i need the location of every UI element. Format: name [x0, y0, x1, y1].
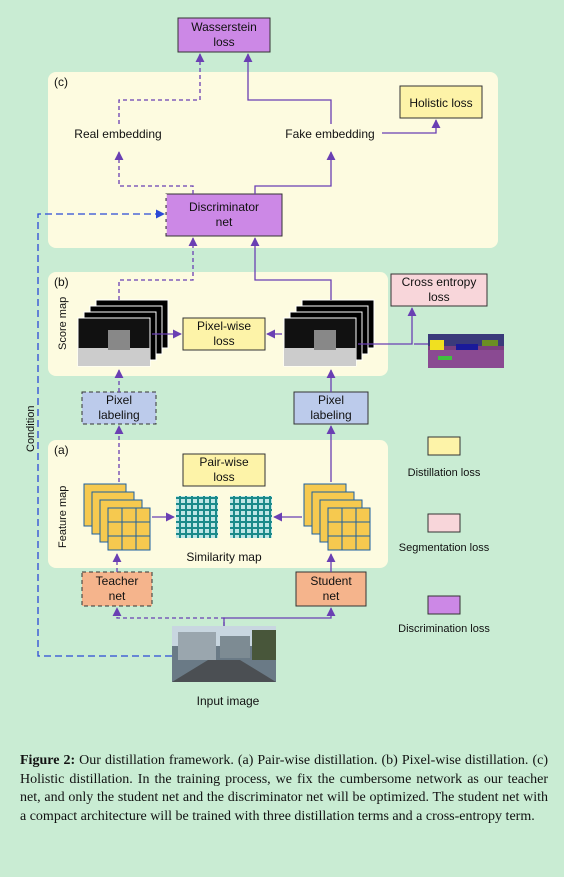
wasserstein-loss-box: [177, 17, 271, 53]
holistic-loss-box: [399, 85, 483, 119]
legend-segmentation-label: Segmentation loss: [399, 542, 490, 554]
arrow-teacher-score-to-disc: [118, 237, 198, 300]
panel-a-tag: (a): [54, 443, 69, 457]
legend-discrimination-swatch: [427, 595, 461, 615]
teacher-feature-map: [83, 483, 151, 551]
student-similarity-map: [230, 496, 272, 538]
pixel-wise-loss-box: [182, 317, 266, 351]
score-map-side-label: Score map: [57, 297, 69, 350]
arrow-input-to-teacher: [112, 607, 225, 626]
arrow-student-score-to-disc: [250, 237, 332, 300]
input-image-label: Input image: [197, 694, 260, 708]
cross-entropy-loss-box: [390, 273, 488, 307]
arrow-real-to-wasserstein: [118, 53, 205, 124]
panel-c: [48, 72, 498, 248]
similarity-map-label: Similarity map: [186, 550, 262, 564]
student-net-box: [295, 571, 367, 607]
caption-label: Figure 2:: [20, 753, 76, 768]
arrow-condition: [37, 209, 172, 657]
teacher-pixel-labeling-box: [81, 391, 157, 425]
panel-c-tag: (c): [54, 75, 68, 89]
figure-caption: Figure 2: Our distillation framework. (a…: [20, 752, 548, 826]
teacher-score-map: [77, 299, 169, 367]
teacher-similarity-map: [176, 496, 218, 538]
arrow-disc-to-real: [114, 151, 194, 194]
legend-distillation-label: Distillation loss: [408, 467, 481, 479]
fake-embedding-label: Fake embedding: [285, 127, 374, 141]
arrow-input-to-student: [223, 607, 336, 626]
real-embedding-label: Real embedding: [74, 127, 161, 141]
holistic-loss-label: Holistic loss: [409, 96, 472, 110]
distillation-framework-diagram: (c) (b) (a) Score map Feature map Wasser…: [25, 17, 504, 708]
panel-b-tag: (b): [54, 275, 69, 289]
pair-wise-loss-box: [182, 453, 266, 487]
condition-label: Condition: [25, 406, 37, 452]
arrow-disc-to-fake: [254, 151, 336, 194]
caption-text: Our distillation framework. (a) Pair-wis…: [20, 753, 548, 824]
feature-map-side-label: Feature map: [57, 486, 69, 548]
legend-segmentation-swatch: [427, 513, 461, 533]
input-image: [172, 626, 276, 682]
legend-distillation-swatch: [427, 436, 461, 456]
arrow-fake-to-wasserstein: [243, 53, 332, 124]
legend-discrimination-label: Discrimination loss: [398, 623, 490, 635]
student-feature-map: [303, 483, 371, 551]
arrow-fake-to-holistic: [382, 119, 441, 134]
student-score-map: [283, 299, 375, 367]
arrow-score-to-cross-entropy: [358, 307, 417, 345]
segmentation-label-image: [428, 334, 504, 368]
